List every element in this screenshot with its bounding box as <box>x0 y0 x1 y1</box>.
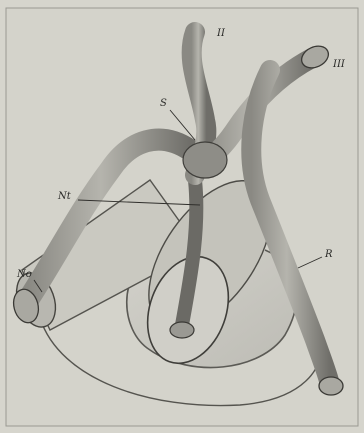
nerve-junction <box>183 142 227 178</box>
nerve-r-cut-end <box>319 377 343 395</box>
nerve-central-cut-end <box>170 322 194 338</box>
label-two: II <box>216 28 226 39</box>
label-r: R <box>324 249 333 260</box>
label-three: III <box>332 59 346 70</box>
label-s: S <box>160 98 167 109</box>
label-nt: Nt <box>57 191 72 202</box>
label-no: No <box>16 269 32 280</box>
